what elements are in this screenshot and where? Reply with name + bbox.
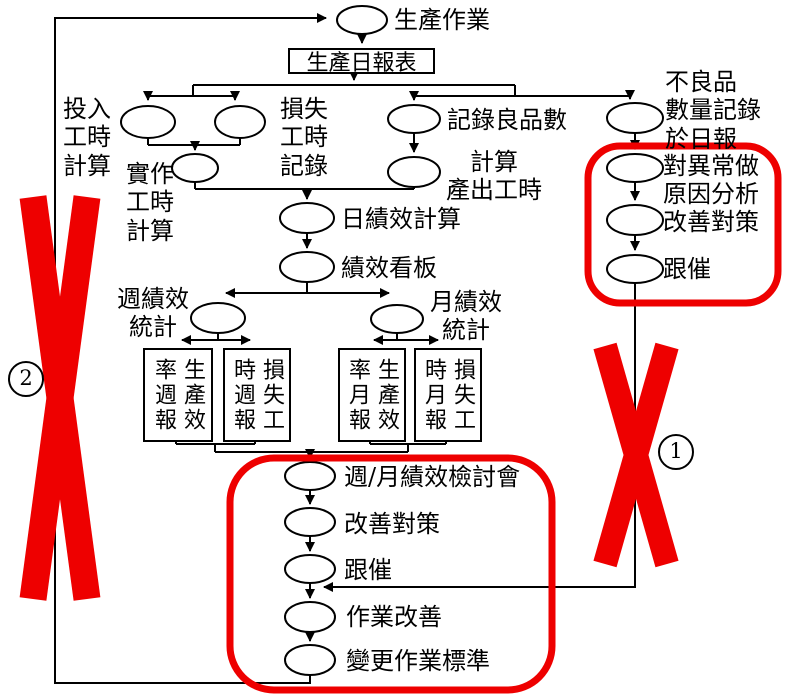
node-improve-right (606, 204, 664, 236)
node-weekly-stat (190, 302, 246, 334)
node-ellipses (120, 5, 664, 676)
follow-right-label: 跟催 (663, 255, 711, 283)
review-meeting-label: 週/月績效檢討會 (344, 463, 521, 491)
node-daily-perf (279, 202, 335, 234)
loss-hours-label: 損失 工時 記錄 (280, 95, 328, 180)
node-record-good (387, 104, 441, 134)
op-improve-label: 作業改善 (346, 603, 442, 631)
defect-record-label: 不良品 數量記錄 於日報 (665, 68, 761, 153)
node-calc-output (387, 156, 441, 188)
node-op-improve (284, 601, 336, 633)
highlight-rect-right (584, 142, 782, 307)
box-weekly-eff-report: 生產效 率週報 (143, 348, 213, 442)
node-monthly-stat (370, 304, 424, 334)
node-review-meeting (284, 461, 336, 491)
node-daily-report-box: 生產日報表 (288, 48, 435, 76)
red-x-left (19, 195, 101, 601)
circled-number-1: 1 (658, 434, 694, 470)
monthly-loss-report-label: 損失工 時月報 (421, 357, 476, 433)
box-monthly-eff-report: 生產效 率月報 (338, 348, 406, 442)
box-weekly-loss-report: 損失工 時週報 (223, 348, 291, 442)
node-input-hours (120, 105, 176, 139)
improve-right-label: 改善對策 (663, 208, 759, 236)
perf-board-label: 績效看板 (341, 254, 437, 282)
daily-report-label: 生產日報表 (306, 51, 417, 76)
weekly-stat-label: 週績效 統計 (117, 285, 189, 342)
node-loss-hours (214, 105, 266, 139)
improve-bottom-label: 改善對策 (344, 510, 440, 538)
record-good-label: 記錄良品數 (447, 106, 567, 134)
highlight-marks (19, 142, 782, 694)
node-perf-board (279, 251, 335, 283)
node-change-std (284, 644, 336, 676)
box-monthly-loss-report: 損失工 時月報 (414, 348, 482, 442)
cause-analysis-label: 對異常做 原因分析 (663, 152, 759, 209)
connector-arrows (54, 13, 640, 684)
monthly-eff-report-label: 生產效 率月報 (345, 357, 400, 433)
node-follow-bottom (284, 554, 336, 584)
node-improve-bottom (284, 507, 336, 537)
node-cause-analysis (606, 153, 664, 183)
actual-hours-label: 實作 工時 計算 (126, 160, 174, 245)
change-std-label: 變更作業標準 (346, 647, 490, 675)
node-follow-right (606, 254, 664, 284)
monthly-stat-label: 月績效 統計 (430, 288, 502, 345)
node-production-op (336, 5, 388, 35)
calc-output-label: 計算 產出工時 (446, 148, 542, 205)
daily-perf-label: 日績效計算 (341, 205, 461, 233)
red-x-right (593, 342, 679, 568)
weekly-eff-report-label: 生產效 率週報 (151, 357, 206, 433)
highlight-rect-bottom (226, 454, 556, 694)
weekly-loss-report-label: 損失工 時週報 (230, 357, 285, 433)
follow-bottom-label: 跟催 (344, 556, 392, 584)
circled-number-2: 2 (8, 361, 44, 397)
node-actual-hours (171, 153, 219, 183)
input-hours-label: 投入 工時 計算 (63, 95, 111, 180)
production-op-label: 生產作業 (394, 6, 490, 34)
node-defect-record (606, 102, 664, 134)
